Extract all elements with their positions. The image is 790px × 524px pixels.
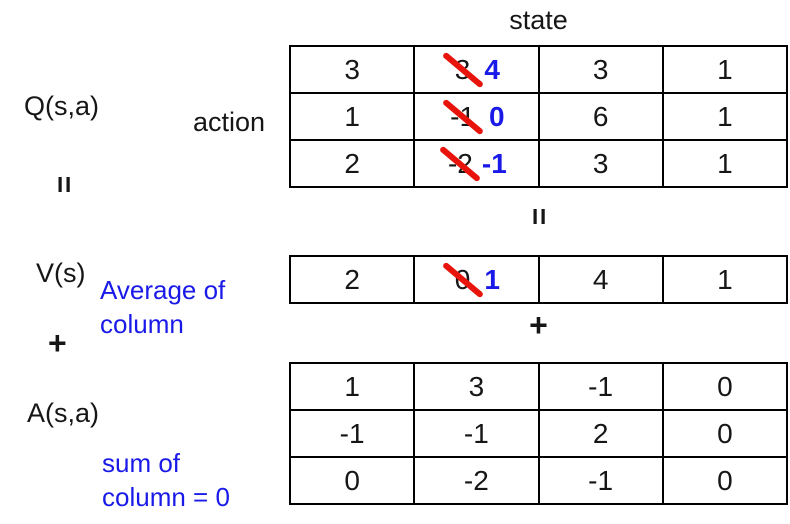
table-cell: 3 <box>288 45 416 94</box>
table-cell: 6 <box>537 92 664 141</box>
cell-value: 2 <box>344 263 360 295</box>
table-cell: 4 <box>537 255 664 304</box>
corrected-cell: 0 1 <box>415 261 537 298</box>
struck-value: 0 <box>441 261 484 298</box>
cell-value: 3 <box>344 53 360 85</box>
struck-value: -2 <box>439 145 482 182</box>
cell-value: 3 <box>468 370 485 402</box>
table-cell: 1 <box>288 92 416 141</box>
v-table: 2 0 1 4 1 <box>288 255 789 304</box>
table-row: 3 3 4 3 1 <box>288 45 789 94</box>
cell-value: 2 <box>592 417 609 449</box>
table-cell: 3 <box>537 45 664 94</box>
v-function-label: V(s) <box>36 258 86 288</box>
cell-value: 0 <box>344 464 360 496</box>
corrected-cell: -1 0 <box>415 98 537 135</box>
cell-value: -1 <box>339 417 365 449</box>
table-cell-corrected: 3 4 <box>413 45 540 94</box>
table-row: 2 -2 -1 3 1 <box>288 139 789 188</box>
table-cell-corrected: 0 1 <box>413 255 540 304</box>
table-cell: 3 <box>413 362 540 411</box>
cell-value: 1 <box>344 100 360 132</box>
equals-sign-left: = <box>46 168 82 201</box>
cell-value: 3 <box>592 53 609 85</box>
cell-value: 1 <box>717 263 733 295</box>
q-function-label: Q(s,a) <box>24 91 100 121</box>
struck-value: -1 <box>441 98 484 135</box>
rotated-equals-glyph: = <box>522 207 555 226</box>
corrected-cell: -2 -1 <box>415 145 537 182</box>
table-cell-corrected: -2 -1 <box>413 139 540 188</box>
cell-value: 1 <box>344 370 360 402</box>
table-cell: 2 <box>288 139 416 188</box>
table-cell: 1 <box>661 139 789 188</box>
cell-value: 0 <box>717 370 733 402</box>
value-average-note: Average of column <box>100 273 225 342</box>
table-cell: -1 <box>288 409 416 458</box>
cell-value: 3 <box>592 147 609 179</box>
cell-value: 4 <box>592 263 609 295</box>
table-cell: 0 <box>661 456 789 505</box>
table-cell: -2 <box>413 456 540 505</box>
a-function-label: A(s,a) <box>27 398 100 428</box>
table-cell: 1 <box>288 362 416 411</box>
table-cell: 2 <box>288 255 416 304</box>
table-row: 0 -2 -1 0 <box>288 456 789 505</box>
table-row: 1 -1 0 6 1 <box>288 92 789 141</box>
table-row: -1 -1 2 0 <box>288 409 789 458</box>
table-cell: 1 <box>661 45 789 94</box>
table-cell: 0 <box>288 456 416 505</box>
plus-sign-left: + <box>48 325 67 361</box>
table-cell: 2 <box>537 409 664 458</box>
cell-value: 6 <box>592 100 609 132</box>
cell-value: -1 <box>463 417 489 449</box>
cell-value: 1 <box>717 53 733 85</box>
replacement-value: 4 <box>484 53 500 85</box>
cell-value: 0 <box>717 417 733 449</box>
table-cell: -1 <box>413 409 540 458</box>
state-axis-label: state <box>509 5 568 35</box>
value-average-note-line1: Average of <box>100 275 226 305</box>
struck-value: 3 <box>441 51 484 88</box>
cell-value: -1 <box>588 370 614 402</box>
action-axis-label: action <box>193 107 266 137</box>
a-table: 1 3 -1 0 -1 -1 2 0 0 -2 -1 0 <box>288 362 789 505</box>
table-cell: 0 <box>661 362 789 411</box>
advantage-sum-note-line1: sum of <box>102 448 181 478</box>
table-row: 2 0 1 4 1 <box>288 255 789 304</box>
table-row: 1 3 -1 0 <box>288 362 789 411</box>
advantage-sum-note-line2: column = 0 <box>102 482 230 513</box>
cell-value: -1 <box>588 464 614 496</box>
cell-value: -2 <box>463 464 489 496</box>
table-cell: -1 <box>537 362 664 411</box>
q-table: 3 3 4 3 1 1 -1 0 6 1 2 <box>288 45 789 188</box>
table-cell: 1 <box>661 255 789 304</box>
table-cell: 3 <box>537 139 664 188</box>
replacement-value: 1 <box>484 263 500 295</box>
corrected-cell: 3 4 <box>415 51 537 88</box>
replacement-value: -1 <box>481 147 507 179</box>
cell-value: 1 <box>717 100 733 132</box>
plus-sign-mid: + <box>529 307 548 343</box>
cell-value: 0 <box>717 464 733 496</box>
value-average-note-line2: column <box>100 309 184 340</box>
table-cell: -1 <box>537 456 664 505</box>
table-cell-corrected: -1 0 <box>413 92 540 141</box>
table-cell: 1 <box>661 92 789 141</box>
advantage-sum-note: sum of column = 0 <box>102 446 230 515</box>
rotated-equals-glyph: = <box>47 175 81 194</box>
cell-value: 2 <box>344 147 360 179</box>
table-cell: 0 <box>661 409 789 458</box>
equals-sign-mid: = <box>289 200 788 233</box>
cell-value: 1 <box>717 147 733 179</box>
replacement-value: 0 <box>489 100 505 132</box>
